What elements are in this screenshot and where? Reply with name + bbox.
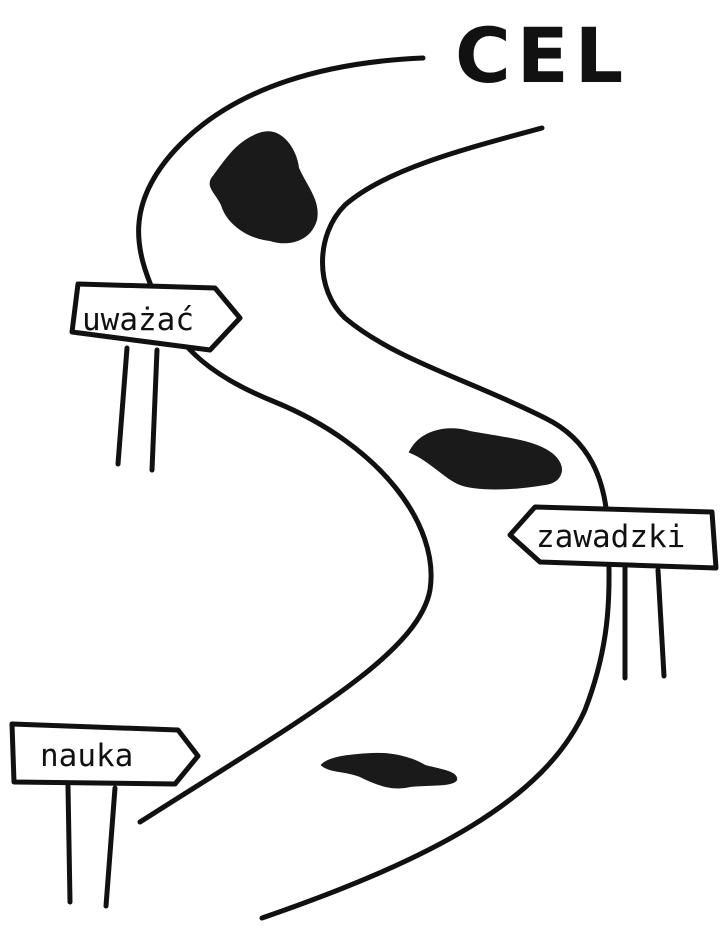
sign-nauka-post-right [103, 785, 118, 909]
sign-uwazac: uważać [69, 281, 243, 473]
obstacle-rock-middle [408, 428, 562, 490]
sign-zawadzki-label: zawadzki [536, 519, 685, 555]
obstacle-rock-bottom [320, 752, 458, 789]
obstacle-rock-top [209, 131, 318, 244]
goal-label: CEL [455, 11, 629, 100]
sign-zawadzki-post-right [655, 567, 667, 679]
sign-nauka: nauka [9, 721, 201, 909]
road-left-edge [136, 55, 434, 825]
sign-uwazac-post-right [149, 347, 160, 473]
sign-uwazac-post-left [115, 345, 130, 467]
sign-nauka-label: nauka [40, 738, 133, 774]
sign-zawadzki: zawadzki [507, 504, 719, 681]
sign-zawadzki-board [507, 504, 719, 571]
sign-nauka-post-left [65, 783, 73, 905]
sign-uwazac-board [69, 281, 243, 353]
sign-uwazac-label: uważać [82, 302, 194, 338]
road-right-edge [259, 125, 612, 921]
sign-nauka-board [9, 721, 201, 787]
